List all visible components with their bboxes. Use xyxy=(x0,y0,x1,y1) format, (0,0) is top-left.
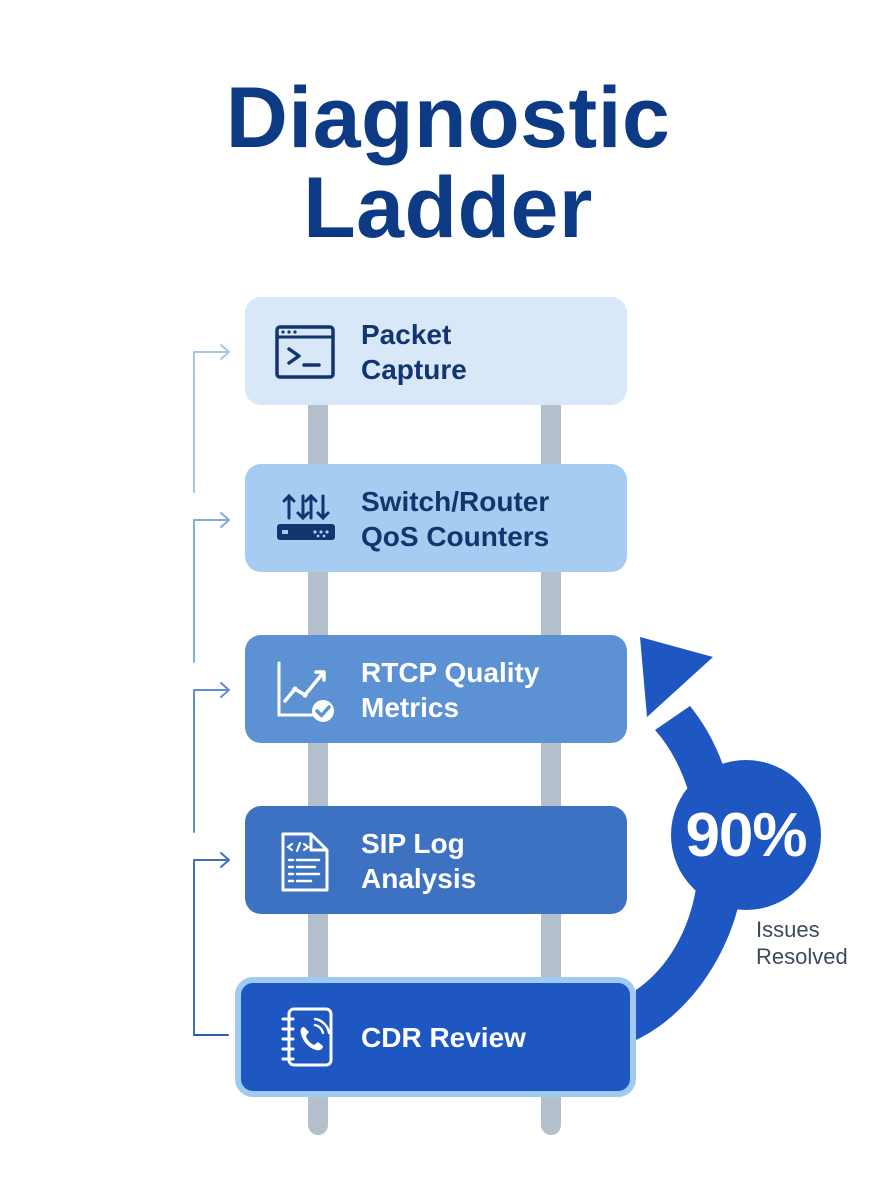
chart-check-icon xyxy=(277,661,334,722)
router-icon xyxy=(277,493,335,540)
step-packet-capture: Packet Capture xyxy=(245,297,627,405)
resolution-rate-value: 90% xyxy=(685,800,807,870)
step-sip-analysis: SIP Log Analysis xyxy=(245,806,627,914)
ladder-rail-left xyxy=(308,390,328,1135)
step-title-line-1: CDR Review xyxy=(361,1021,526,1053)
connector-arrow-to-packet-capture xyxy=(193,344,230,493)
step-title-line-2: Metrics xyxy=(361,692,460,723)
phone-notebook-icon xyxy=(281,1007,333,1067)
resolution-rate-caption: Issues Resolved xyxy=(756,916,876,970)
connector-arrow-to-sip-analysis xyxy=(193,852,230,1036)
terminal-window-icon xyxy=(275,325,335,379)
ladder-rail-right xyxy=(541,390,561,1135)
title-line-1: Diagnostic xyxy=(225,70,671,166)
resolution-rate-badge: 90% xyxy=(671,760,821,910)
connector-arrow-to-rtcp-metrics xyxy=(193,682,230,833)
step-rtcp-metrics: RTCP Quality Metrics xyxy=(245,635,627,743)
caption-line-2: Resolved xyxy=(756,944,848,969)
title-line-2: Ladder xyxy=(303,160,593,256)
code-document-icon xyxy=(281,832,329,892)
step-title-line-2: Capture xyxy=(361,354,467,385)
caption-line-1: Issues xyxy=(756,917,820,942)
step-cdr-review: CDR Review xyxy=(235,977,636,1097)
step-title-line-2: QoS Counters xyxy=(361,521,550,552)
step-title-line-2: Analysis xyxy=(361,863,477,894)
step-title-line-1: Packet xyxy=(361,319,452,350)
step-qos-counters: Switch/Router QoS Counters xyxy=(245,464,627,572)
step-title-line-1: RTCP Quality xyxy=(361,657,540,688)
step-title-line-1: Switch/Router xyxy=(361,486,550,517)
step-title-line-1: SIP Log xyxy=(361,828,465,859)
connector-arrow-to-qos-counters xyxy=(193,512,230,663)
